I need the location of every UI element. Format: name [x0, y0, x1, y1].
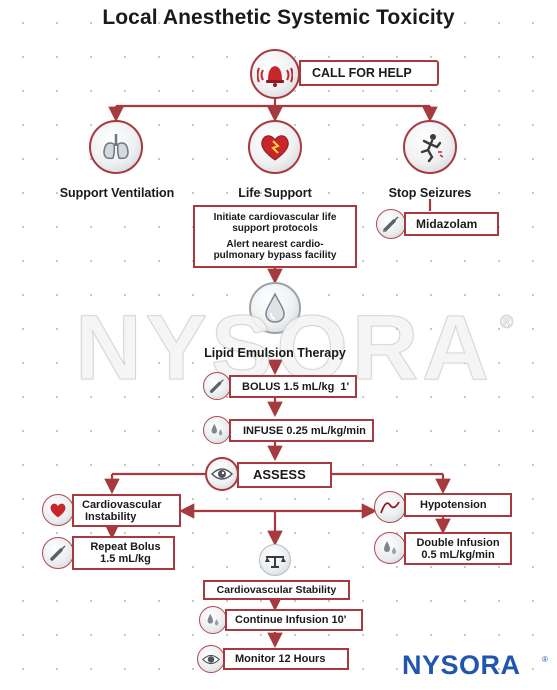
cardio-instability-line-2: Instability — [85, 510, 137, 523]
double-infusion-box: Double Infusion 0.5 mL/kg/min — [404, 532, 512, 565]
syringe-icon — [376, 209, 406, 239]
assess-label: ASSESS — [253, 467, 306, 482]
support-ventilation-label: Support Ventilation — [59, 186, 175, 200]
repeat-bolus-box: Repeat Bolus 1.5 mL/kg — [72, 536, 175, 570]
continue-infusion-label: Continue Infusion 10' — [235, 614, 347, 626]
bolus-label: BOLUS 1.5 mL/kg 1' — [242, 380, 350, 393]
call-for-help-label: CALL FOR HELP — [312, 66, 412, 80]
cardiovascular-stability-box: Cardiovascular Stability — [203, 580, 350, 600]
stop-seizures-label: Stop Seizures — [388, 186, 472, 200]
eye-icon — [197, 645, 225, 673]
drip-icon — [203, 416, 231, 444]
cardio-stability-label: Cardiovascular Stability — [216, 584, 337, 596]
page-title: Local Anesthetic Systemic Toxicity — [102, 6, 455, 29]
life-support-line-1: Initiate cardiovascular life — [213, 212, 337, 223]
midazolam-label: Midazolam — [416, 217, 478, 231]
nysora-logo: NYSORA — [402, 650, 521, 680]
heart-icon — [248, 120, 302, 174]
life-support-label: Life Support — [238, 186, 312, 200]
life-support-protocols-box: Initiate cardiovascular life support pro… — [193, 205, 357, 268]
lungs-icon — [89, 120, 143, 174]
midazolam-box: Midazolam — [404, 212, 499, 236]
life-support-line-3: Alert nearest cardio- — [226, 239, 324, 250]
logo-registered-mark: ® — [542, 655, 548, 664]
assess-box: ASSESS — [237, 462, 332, 488]
droplet-icon — [249, 282, 301, 334]
alarm-bell-icon — [250, 49, 300, 99]
bolus-box: BOLUS 1.5 mL/kg 1' — [229, 375, 357, 398]
eye-icon — [205, 457, 239, 491]
double-infusion-line-1: Double Infusion — [416, 536, 500, 549]
balance-scale-icon — [259, 544, 291, 576]
curve-icon — [374, 491, 406, 523]
infuse-label: INFUSE 0.25 mL/kg/min — [243, 424, 366, 437]
double-infusion-line-2: 0.5 mL/kg/min — [421, 548, 495, 561]
repeat-bolus-line-2: 1.5 mL/kg — [100, 553, 151, 565]
watermark-registered-mark: ® — [500, 312, 514, 333]
life-support-line-2: support protocols — [232, 223, 318, 234]
drip-icon — [199, 606, 227, 634]
heart-icon — [42, 494, 74, 526]
monitor-box: Monitor 12 Hours — [223, 648, 349, 670]
infuse-box: INFUSE 0.25 mL/kg/min — [229, 419, 374, 442]
cardio-instability-line-1: Cardiovascular — [82, 498, 162, 511]
hypotension-label: Hypotension — [420, 499, 487, 511]
lipid-emulsion-label: Lipid Emulsion Therapy — [204, 346, 346, 360]
hypotension-box: Hypotension — [404, 493, 512, 517]
life-support-line-4: pulmonary bypass facility — [213, 250, 337, 261]
monitor-label: Monitor 12 Hours — [235, 653, 326, 665]
repeat-bolus-line-1: Repeat Bolus — [90, 541, 161, 553]
drip-icon — [374, 532, 406, 564]
syringe-icon — [203, 372, 231, 400]
call-for-help-box: CALL FOR HELP — [299, 60, 439, 86]
seizure-figure-icon — [403, 120, 457, 174]
syringe-icon — [42, 537, 74, 569]
cardiovascular-instability-box: Cardiovascular Instability — [72, 494, 181, 527]
continue-infusion-box: Continue Infusion 10' — [225, 609, 363, 631]
